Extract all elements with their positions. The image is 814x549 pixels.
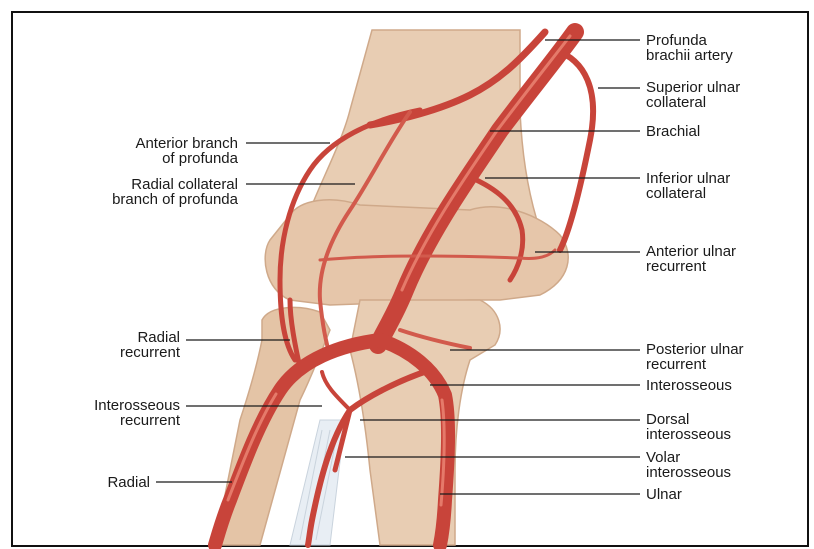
label-radial: Radial [107, 475, 150, 490]
label-ulnar: Ulnar [646, 487, 682, 502]
label-brachial: Brachial [646, 124, 700, 139]
label-interosseous: Interosseous [646, 378, 732, 393]
